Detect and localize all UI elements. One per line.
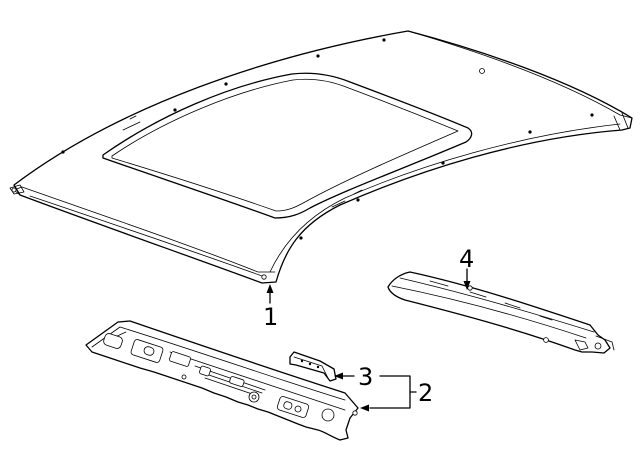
callout-2: 2 <box>360 375 433 412</box>
callout-4-label: 4 <box>459 245 474 273</box>
roof-panel <box>9 30 633 284</box>
front-header-panel <box>85 320 359 441</box>
callout-1: 1 <box>263 284 278 331</box>
callout-2-label: 2 <box>418 379 433 407</box>
callout-3-label: 3 <box>358 363 373 391</box>
header-bracket <box>289 351 337 382</box>
rear-header-reinforcement <box>387 271 615 354</box>
callout-3: 3 <box>334 363 373 391</box>
callout-1-label: 1 <box>263 303 278 331</box>
callout-4: 4 <box>459 245 474 290</box>
